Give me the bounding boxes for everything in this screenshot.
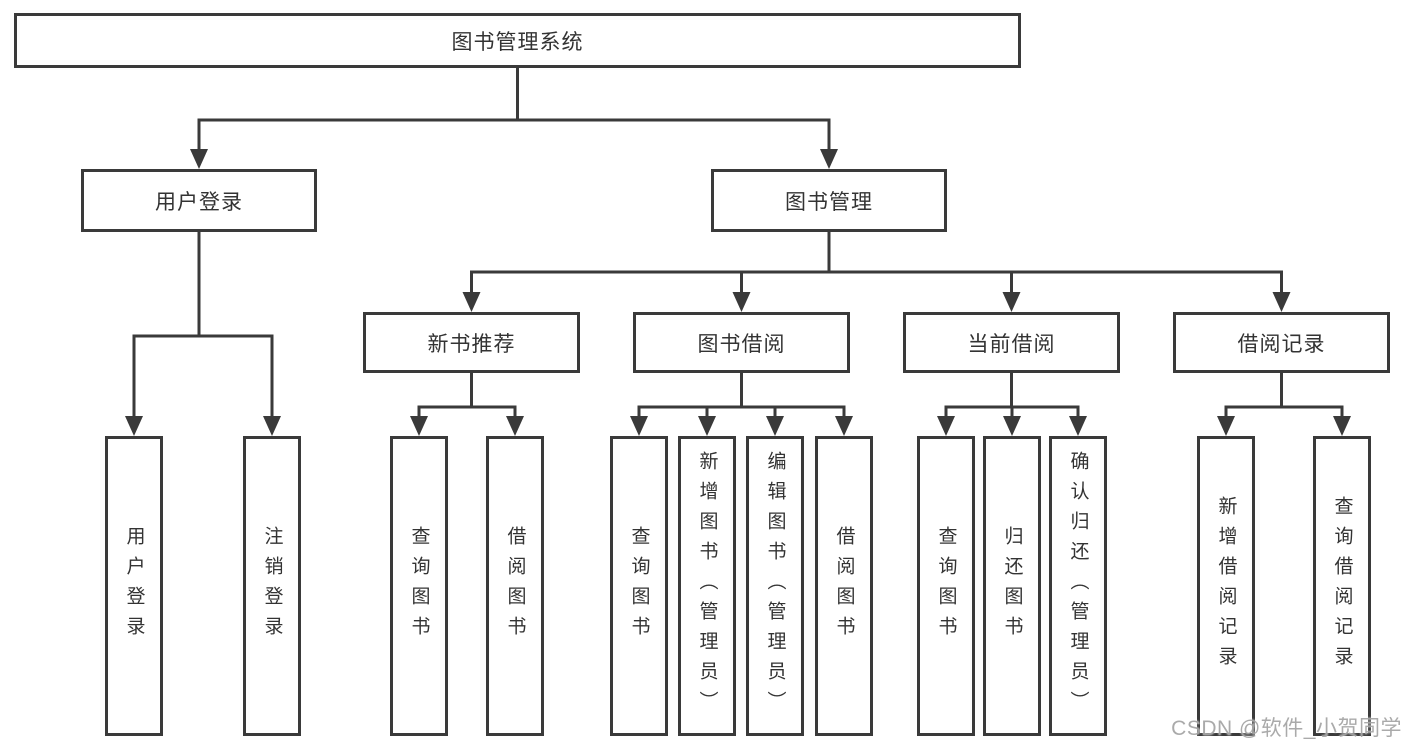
- node-current-borrow-label: 当前借阅: [967, 332, 1056, 356]
- watermark: CSDN @软件_小贺同学: [1171, 717, 1402, 740]
- leaf-query-borrow-record: 查询借阅记录: [1313, 436, 1371, 736]
- leaf-return-books-label: 归还图书: [1001, 526, 1023, 646]
- leaf-query-borrow-record-label: 查询借阅记录: [1331, 496, 1353, 676]
- leaf-add-book-admin: 新增图书（管理员）: [678, 436, 736, 736]
- node-current-borrow: 当前借阅: [903, 312, 1120, 373]
- node-root-label: 图书管理系统: [451, 30, 584, 54]
- leaf-query-books-current-label: 查询图书: [935, 526, 957, 646]
- node-borrow-records-label: 借阅记录: [1237, 332, 1326, 356]
- node-root: 图书管理系统: [14, 13, 1021, 68]
- connector-arrowheads: [125, 149, 1351, 436]
- node-new-book-recommend: 新书推荐: [363, 312, 580, 373]
- leaf-borrow-books-label: 借阅图书: [833, 526, 855, 646]
- node-book-borrow-label: 图书借阅: [697, 332, 786, 356]
- leaf-edit-book-admin: 编辑图书（管理员）: [746, 436, 804, 736]
- leaf-borrow-books-recommend: 借阅图书: [486, 436, 544, 736]
- leaf-return-books: 归还图书: [983, 436, 1041, 736]
- leaf-query-books-borrow: 查询图书: [610, 436, 668, 736]
- leaf-add-book-admin-label: 新增图书（管理员）: [696, 451, 718, 721]
- leaf-add-borrow-record-label: 新增借阅记录: [1215, 496, 1237, 676]
- connector-lines: [132, 66, 1344, 422]
- leaf-confirm-return-admin: 确认归还（管理员）: [1049, 436, 1107, 736]
- node-user-login-label: 用户登录: [155, 190, 243, 214]
- leaf-logout-label: 注销登录: [261, 526, 283, 646]
- leaf-borrow-books-recommend-label: 借阅图书: [504, 526, 526, 646]
- leaf-query-books-current: 查询图书: [917, 436, 975, 736]
- leaf-confirm-return-admin-label: 确认归还（管理员）: [1067, 451, 1089, 721]
- node-book-management: 图书管理: [711, 169, 947, 232]
- node-book-management-label: 图书管理: [785, 190, 873, 214]
- leaf-query-books-recommend-label: 查询图书: [408, 526, 430, 646]
- leaf-edit-book-admin-label: 编辑图书（管理员）: [764, 451, 786, 721]
- node-user-login: 用户登录: [81, 169, 317, 232]
- leaf-logout: 注销登录: [243, 436, 301, 736]
- leaf-user-login: 用户登录: [105, 436, 163, 736]
- leaf-query-books-borrow-label: 查询图书: [628, 526, 650, 646]
- node-new-book-recommend-label: 新书推荐: [427, 332, 516, 356]
- leaf-borrow-books: 借阅图书: [815, 436, 873, 736]
- leaf-user-login-label: 用户登录: [123, 526, 145, 646]
- node-book-borrow: 图书借阅: [633, 312, 850, 373]
- leaf-query-books-recommend: 查询图书: [390, 436, 448, 736]
- node-borrow-records: 借阅记录: [1173, 312, 1390, 373]
- leaf-add-borrow-record: 新增借阅记录: [1197, 436, 1255, 736]
